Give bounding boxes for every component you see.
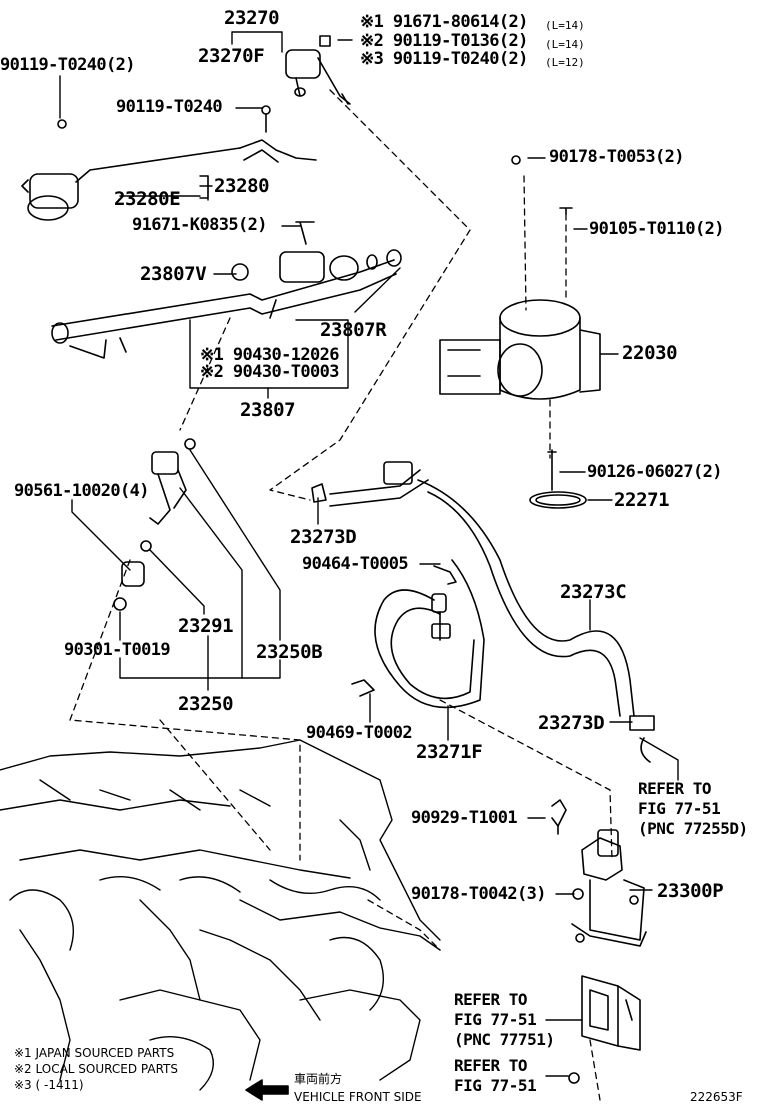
label-23271F: 23271F <box>416 741 483 763</box>
label-91671-K0835: 91671-K0835(2) <box>132 215 267 235</box>
refer-fig-77751-line2[interactable]: FIG 77-51 <box>454 1010 537 1029</box>
label-90430-12026: ※1 90430-12026 <box>200 345 340 365</box>
footnote-date-range: ※3 ( -1411) <box>14 1078 84 1092</box>
refer-fig-77255D-line3[interactable]: (PNC 77255D) <box>638 819 748 838</box>
front-arrow <box>245 1079 289 1101</box>
throttle-body <box>439 155 601 509</box>
drawing-id: 222653F <box>690 1090 743 1104</box>
engine-block <box>0 739 441 1091</box>
label-22271: 22271 <box>614 489 670 511</box>
label-91671-80614: ※1 91671-80614(2) <box>360 12 528 32</box>
footnote-local-sourced: ※2 LOCAL SOURCED PARTS <box>14 1062 178 1076</box>
refer-fig-77751-line1[interactable]: REFER TO <box>454 990 528 1009</box>
label-90301-T0019: 90301-T0019 <box>64 640 171 660</box>
label-23273C: 23273C <box>560 581 627 603</box>
refer-fig-77255D-line1[interactable]: REFER TO <box>638 779 712 798</box>
vacuum-hoses <box>311 461 655 763</box>
label-23807R: 23807R <box>320 319 387 341</box>
vsv-assembly <box>285 35 351 105</box>
label-23280: 23280 <box>214 175 270 197</box>
label-90561-10020: 90561-10020(4) <box>14 481 149 501</box>
vsv-bracket-23300P <box>551 799 647 947</box>
front-label-english: VEHICLE FRONT SIDE <box>294 1090 422 1104</box>
label-90105-T0110: 90105-T0110(2) <box>589 219 724 239</box>
label-23270F: 23270F <box>198 45 265 67</box>
label-22030: 22030 <box>622 342 678 364</box>
label-90126-06027: 90126-06027(2) <box>587 462 722 482</box>
label-23280E: 23280E <box>114 188 181 210</box>
label-23250B: 23250B <box>256 641 323 663</box>
label-23807: 23807 <box>240 399 296 421</box>
footnote-japan-sourced: ※1 JAPAN SOURCED PARTS <box>14 1046 175 1060</box>
sensor-23280 <box>21 105 317 221</box>
ecu-bracket <box>568 975 641 1084</box>
label-23807V: 23807V <box>140 263 207 285</box>
label-90430-T0003: ※2 90430-T0003 <box>200 362 340 382</box>
label-90469-T0002: 90469-T0002 <box>306 723 413 743</box>
refer-fig-77-51-line1[interactable]: REFER TO <box>454 1056 528 1075</box>
refer-fig-77751-line3[interactable]: (PNC 77751) <box>454 1030 555 1049</box>
label-23273D-lower: 23273D <box>538 712 605 734</box>
label-90119-T0136: ※2 90119-T0136(2) <box>360 31 528 51</box>
label-90119-T0136-length: (L=14) <box>545 38 585 51</box>
label-23291: 23291 <box>178 615 234 637</box>
label-90178-T0042: 90178-T0042(3) <box>411 884 546 904</box>
front-label-japanese: 車両前方 <box>294 1072 343 1086</box>
label-90464-T0005: 90464-T0005 <box>302 554 409 574</box>
label-90119-T0240-3-length: (L=12) <box>545 56 585 69</box>
label-23300P: 23300P <box>657 880 724 902</box>
label-23273D-upper: 23273D <box>290 526 357 548</box>
fuel-delivery-pipe <box>51 221 402 359</box>
refer-fig-77-51-line2[interactable]: FIG 77-51 <box>454 1076 537 1095</box>
fuel-injector <box>113 438 196 611</box>
refer-fig-77255D-line2[interactable]: FIG 77-51 <box>638 799 721 818</box>
label-23250: 23250 <box>178 693 234 715</box>
dashed-lines <box>69 89 613 1101</box>
label-90929-T1001: 90929-T1001 <box>411 808 518 828</box>
label-91671-80614-length: (L=14) <box>545 19 585 32</box>
label-90178-T0053: 90178-T0053(2) <box>549 147 684 167</box>
label-23270: 23270 <box>224 7 280 29</box>
label-90119-T0240-3: ※3 90119-T0240(2) <box>360 49 528 69</box>
label-90119-T0240: 90119-T0240 <box>116 97 223 117</box>
label-90119-T0240-2: 90119-T0240(2) <box>0 55 135 75</box>
